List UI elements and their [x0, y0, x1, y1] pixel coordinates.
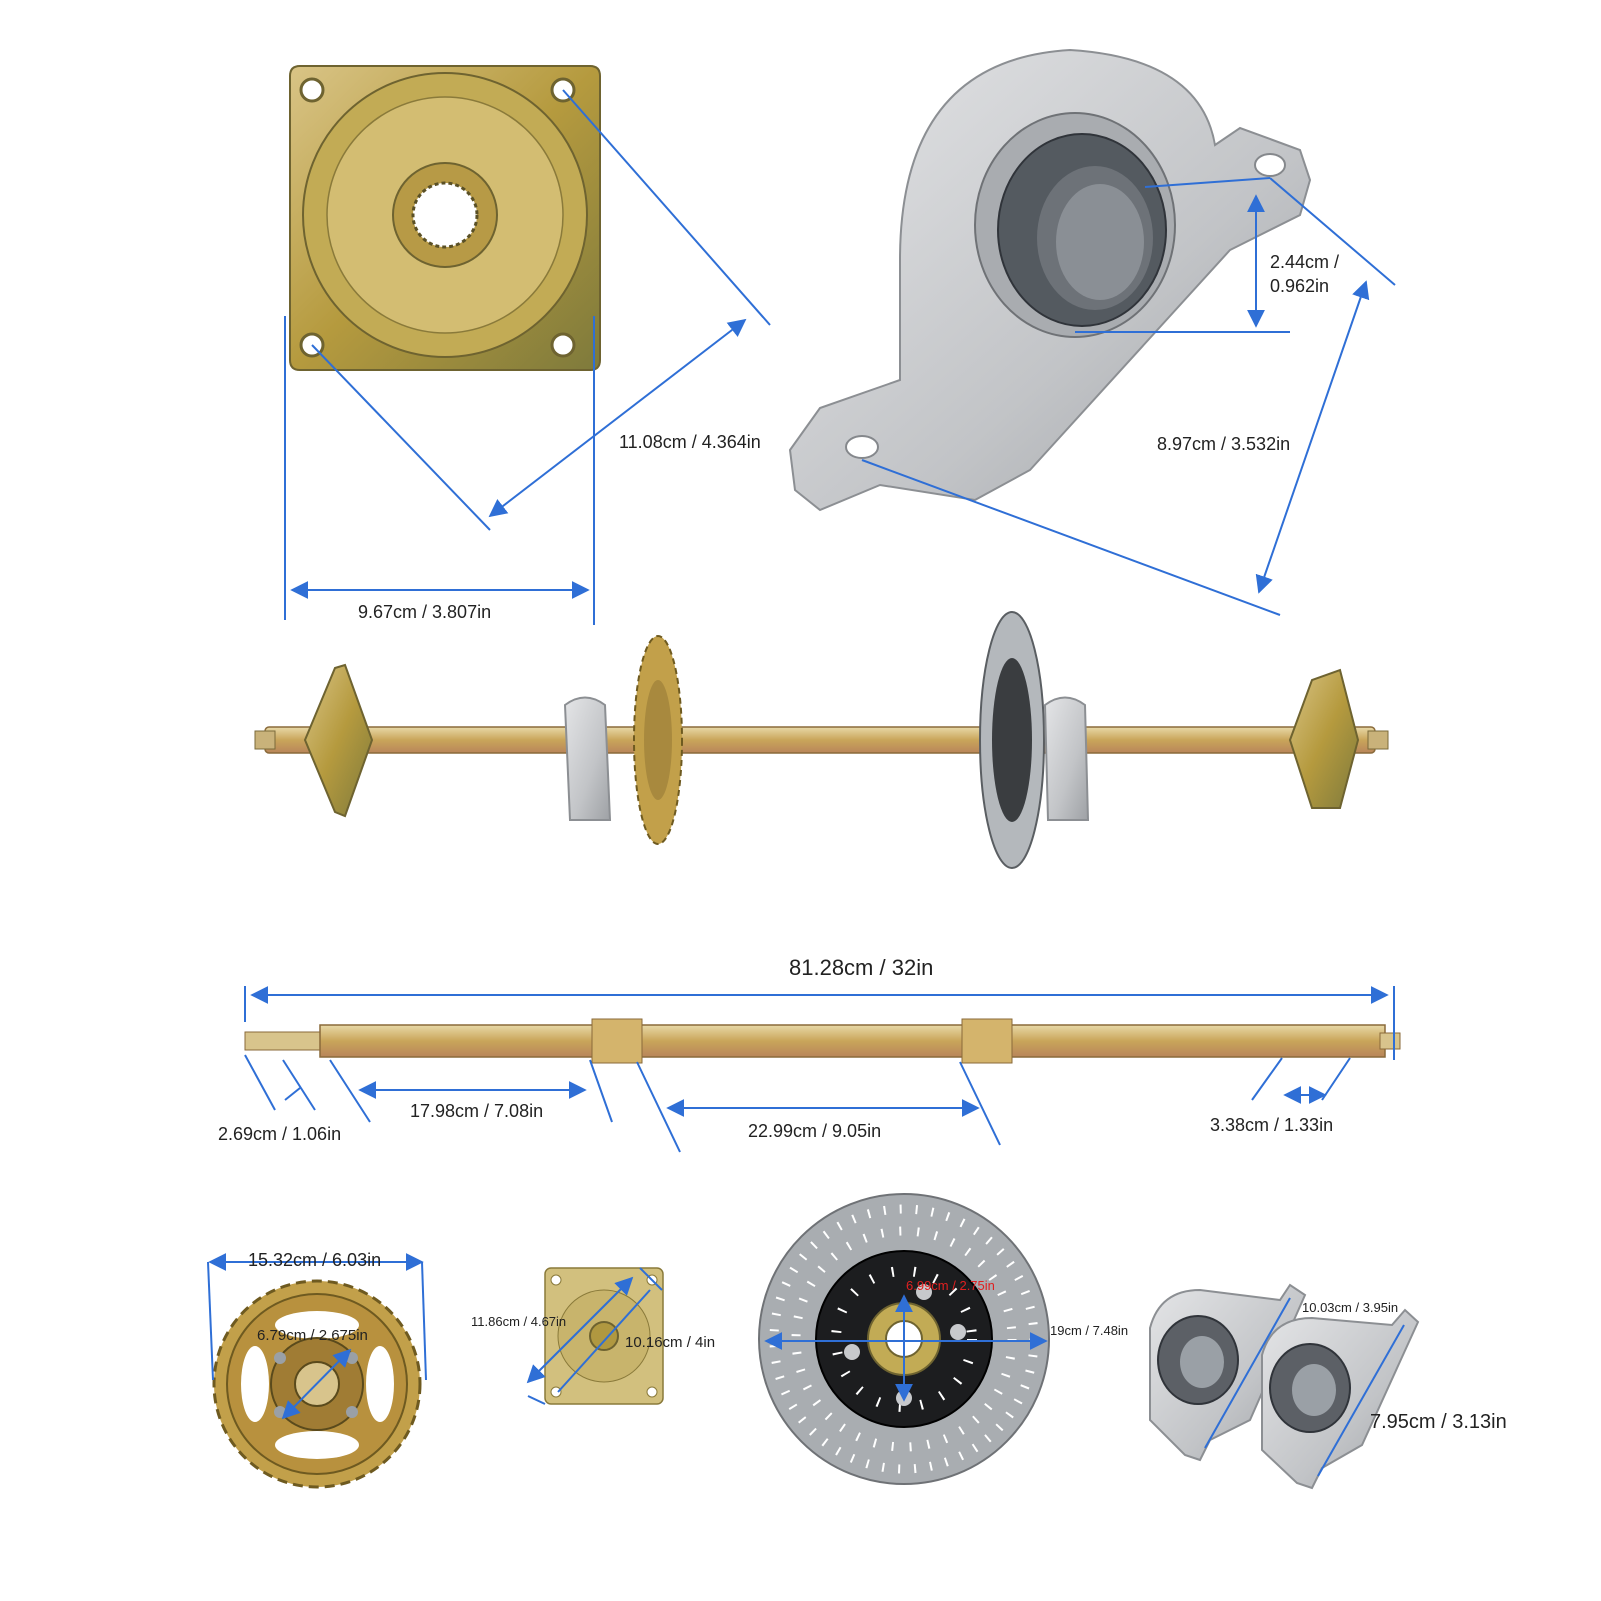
- axle-assembly-icon: [254, 611, 1389, 869]
- sprocket-dimension-lines: [207, 1253, 427, 1420]
- sprocket-inner-label: 6.79cm / 2.675in: [257, 1327, 368, 1344]
- hub-diagonal-label: 11.08cm / 4.364in: [619, 432, 761, 452]
- small-flange-diagonal-label: 11.86cm / 4.67in: [471, 1314, 567, 1329]
- bearing-pair-dimension-lines: [1204, 1297, 1405, 1477]
- small-flange-dimension-lines: [526, 1267, 663, 1405]
- bearing-bore-label-line2: 0.962in: [1270, 276, 1330, 296]
- axle-total-length-label: 81.28cm / 32in: [789, 955, 934, 980]
- hub-dimension-lines: [284, 89, 771, 625]
- axle-segment-a-label: 17.98cm / 7.08in: [410, 1101, 544, 1121]
- brake-disc-inner-label: 6.99cm / 2.75in: [906, 1278, 995, 1293]
- bearing-pair-length-label: 10.03cm / 3.95in: [1302, 1300, 1399, 1315]
- bearing-pair-icon: [1149, 1283, 1420, 1490]
- brake-disc-dimension-lines: [764, 1294, 1048, 1402]
- pillow-block-bearing-icon: [788, 48, 1312, 512]
- bearing-pair-height-label: 7.95cm / 3.13in: [1370, 1411, 1507, 1433]
- axle-segment-b-label: 22.99cm / 9.05in: [748, 1121, 882, 1141]
- brake-disc-outer-label: 19cm / 7.48in: [1050, 1323, 1129, 1338]
- bearing-dimension-lines: [861, 177, 1396, 616]
- axle-shaft-icon: [244, 1018, 1401, 1064]
- bearing-bore-label-line1: 2.44cm /: [1270, 252, 1340, 272]
- axle-right-end-label: 3.38cm / 1.33in: [1210, 1115, 1334, 1135]
- hub-width-label: 9.67cm / 3.807in: [358, 602, 492, 622]
- flange-hub-icon: [289, 65, 601, 371]
- bearing-length-label: 8.97cm / 3.532in: [1157, 434, 1291, 454]
- axle-dimension-lines: [244, 986, 1395, 1153]
- small-flange-side-label: 10.16cm / 4in: [625, 1334, 716, 1351]
- axle-left-spline-label: 2.69cm / 1.06in: [218, 1124, 342, 1144]
- sprocket-outer-label: 15.32cm / 6.03in: [248, 1250, 382, 1270]
